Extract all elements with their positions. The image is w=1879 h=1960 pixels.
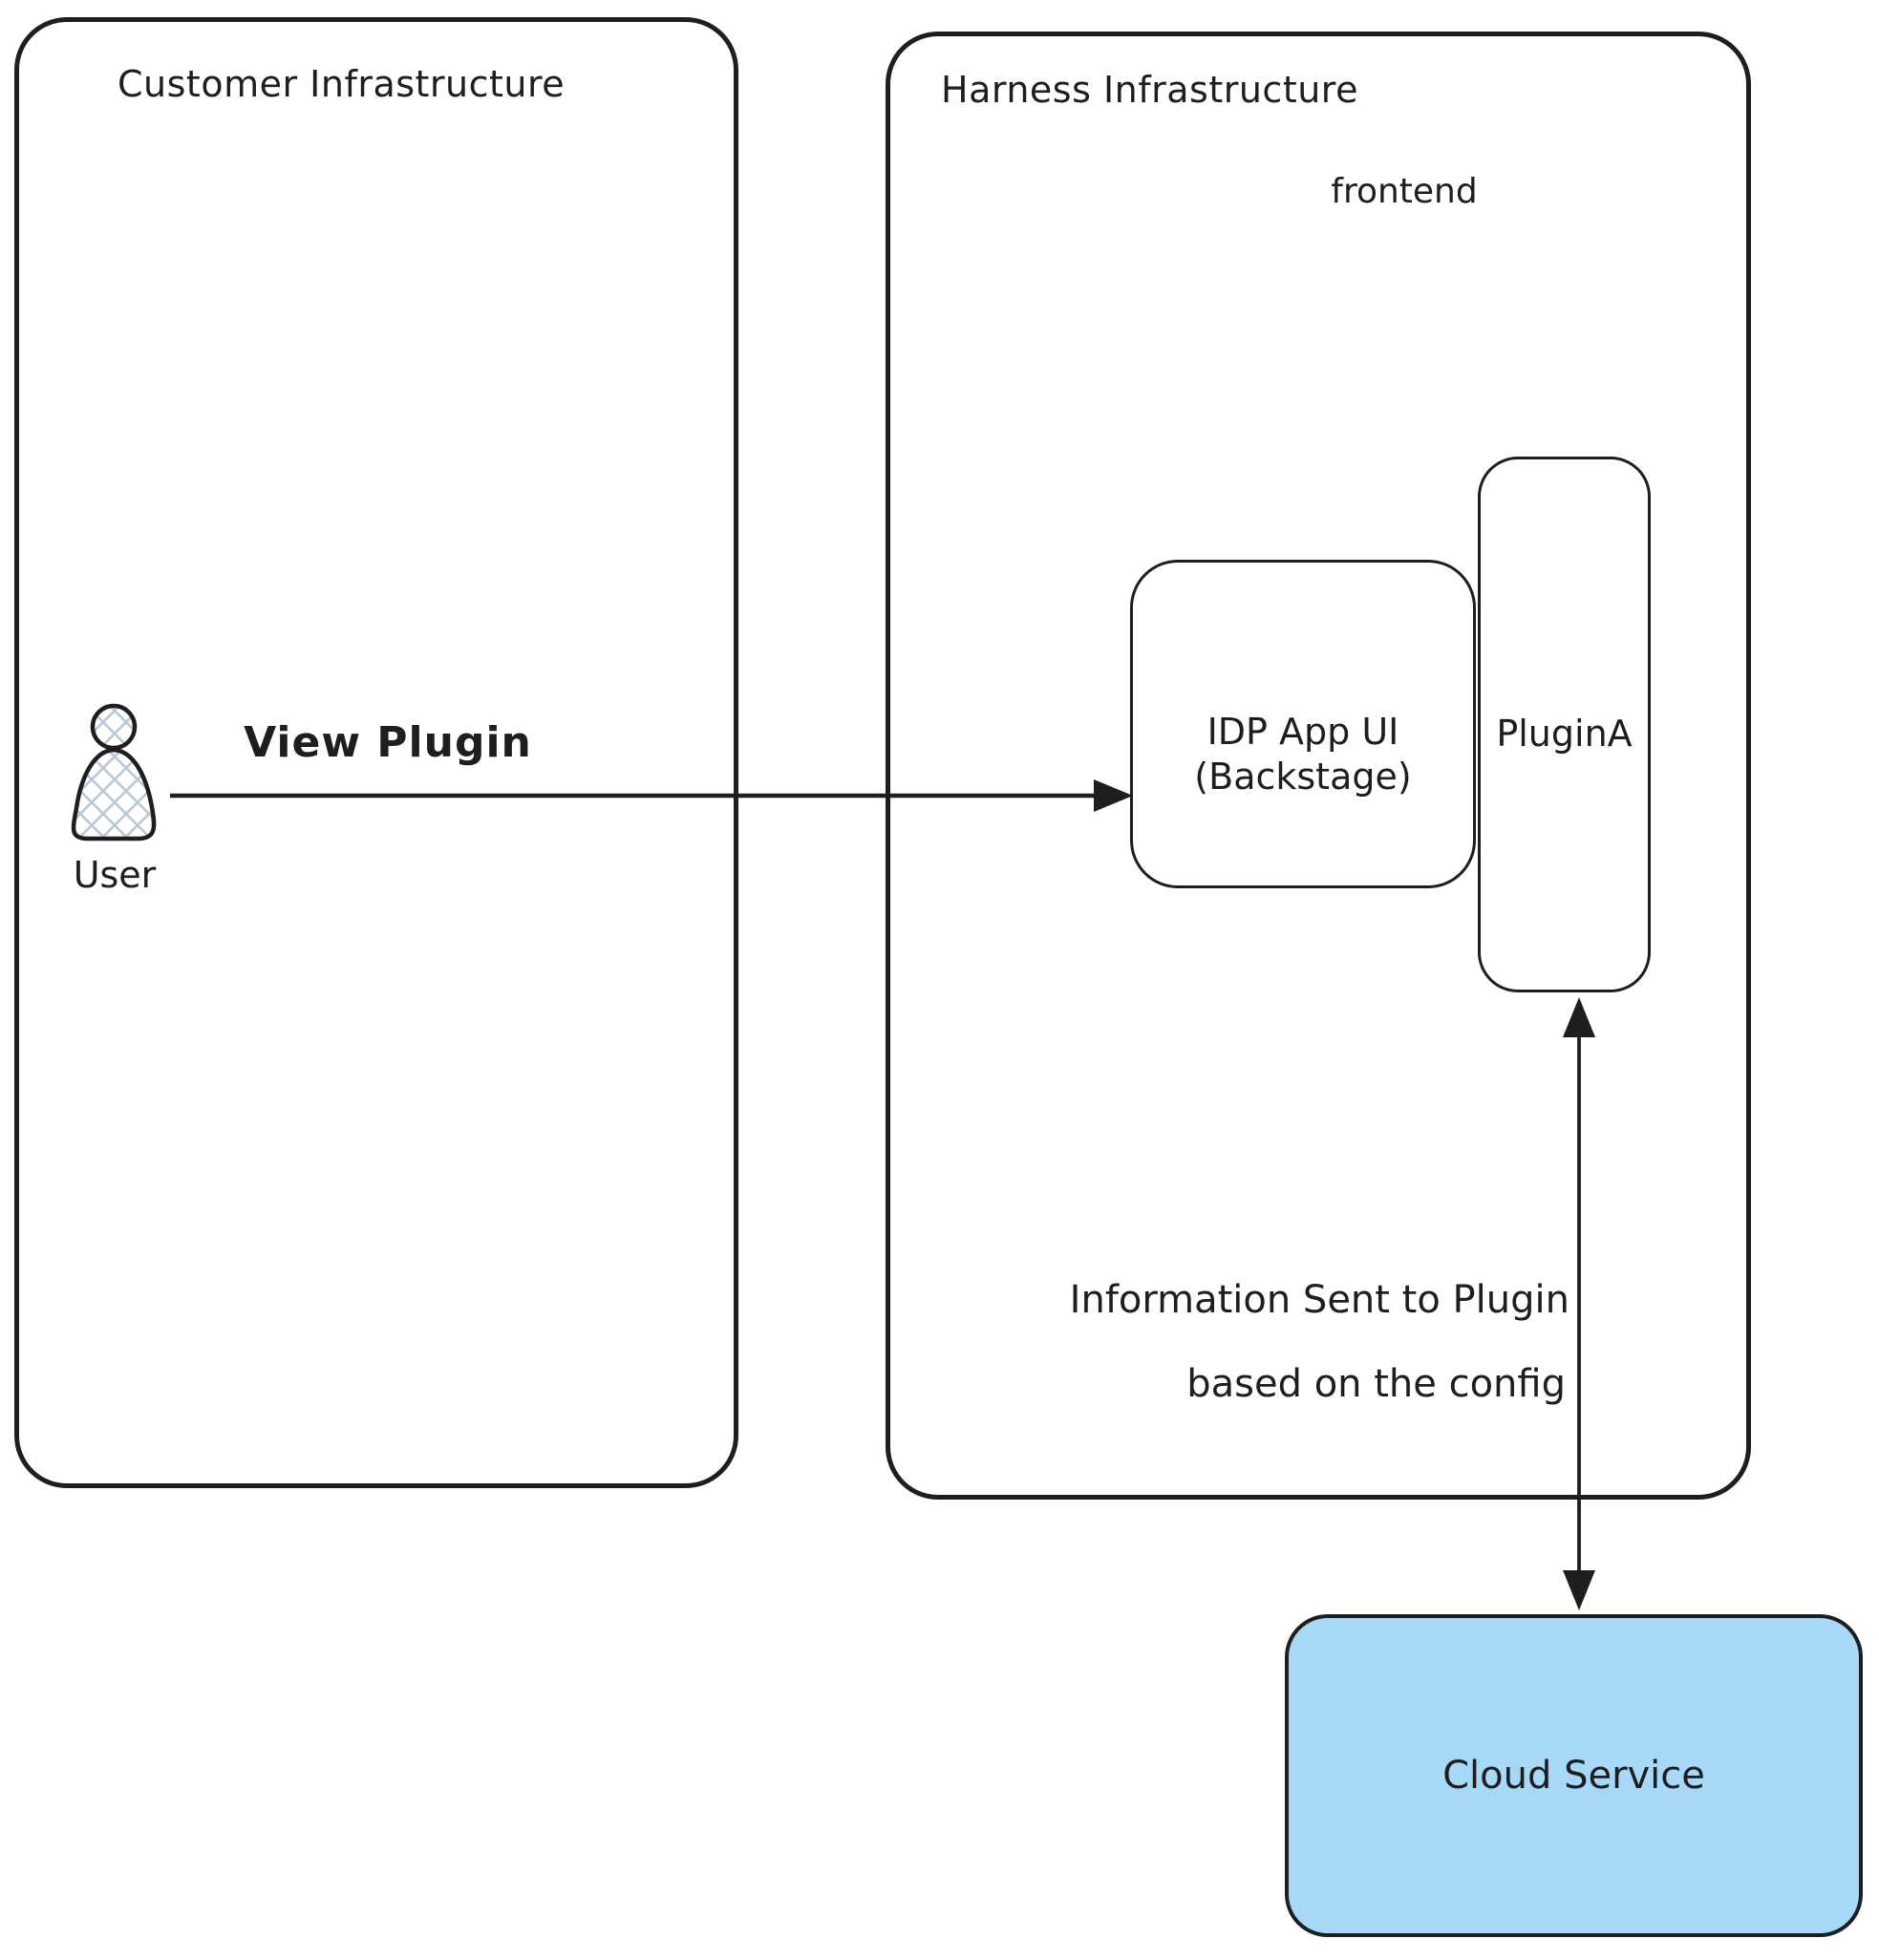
plugin-a-node: PluginA [1478, 457, 1651, 992]
view-plugin-edge-label: View Plugin [244, 718, 532, 767]
harness-infrastructure-title: Harness Infrastructure [941, 69, 1358, 111]
arrowhead-down-icon [1563, 1570, 1595, 1610]
plugin-a-label: PluginA [1496, 712, 1633, 755]
cloud-service-node: Cloud Service [1285, 1614, 1863, 1937]
customer-infrastructure-title: Customer Infrastructure [117, 63, 566, 105]
idp-app-ui-node: IDP App UI (Backstage) [1130, 560, 1476, 888]
idp-app-ui-label-line1: IDP App UI [1206, 711, 1399, 753]
user-actor-label: User [73, 854, 157, 896]
frontend-zone-label: frontend [1331, 172, 1478, 211]
info-sent-edge-label-line2: based on the config [1186, 1362, 1566, 1406]
info-sent-edge-label-line1: Information Sent to Plugin [1069, 1278, 1569, 1322]
cloud-service-label: Cloud Service [1442, 1754, 1705, 1798]
idp-app-ui-label-line2: (Backstage) [1194, 756, 1412, 798]
